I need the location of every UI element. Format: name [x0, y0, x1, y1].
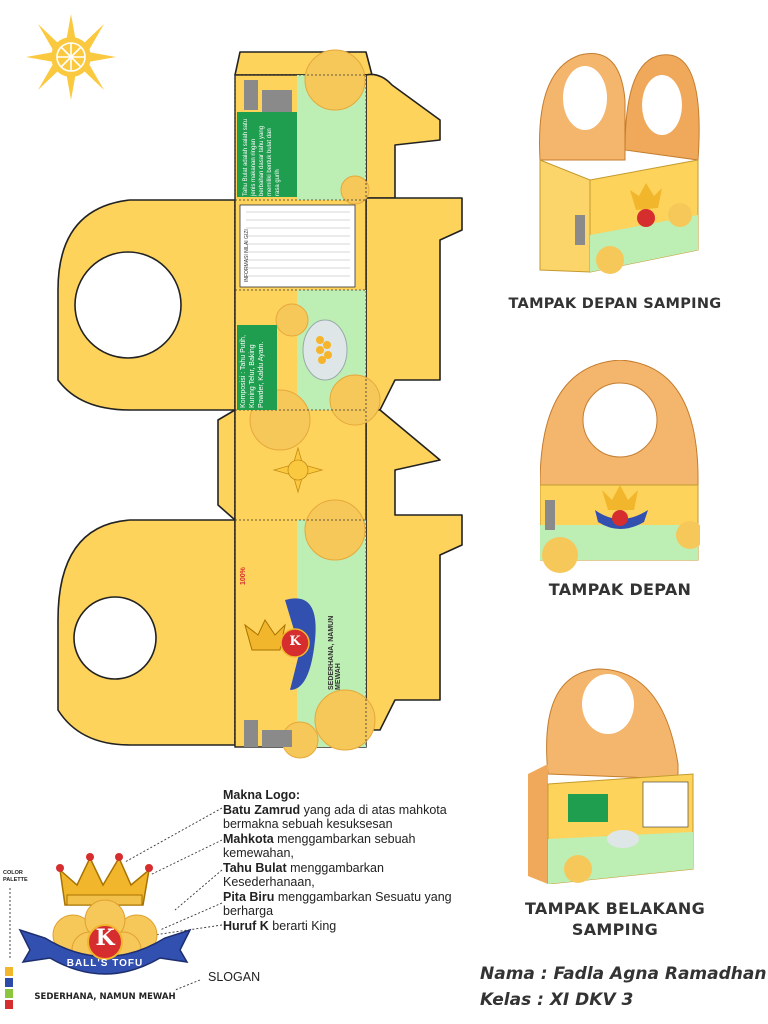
view-front-side-image — [539, 53, 700, 274]
handle-hole-lower — [73, 596, 157, 680]
meaning-term: Pita Biru — [223, 889, 275, 904]
view-back-side-title-line1: TAMPAK BELAKANG — [524, 899, 706, 918]
meaning-desc: yang ada di atas mahkota bermakna sebuah… — [223, 802, 447, 832]
crown-icon — [58, 856, 151, 906]
side-text-panel — [237, 112, 297, 197]
meaning-desc: berarti King — [268, 918, 337, 933]
palette-swatch-yellow — [5, 967, 13, 976]
sun-star-icon — [26, 14, 116, 100]
logo-letter: K — [95, 925, 115, 951]
meaning-term: Batu Zamrud — [223, 802, 301, 817]
view-front-side-title: TAMPAK DEPAN SAMPING — [508, 296, 722, 312]
palette-swatch-red — [5, 1000, 13, 1009]
author-class: Kelas : XI DKV 3 — [480, 990, 634, 1010]
slogan-label: SLOGAN — [208, 970, 261, 984]
logo-band-text: BALL'S TOFU — [66, 958, 144, 969]
net-logo-letter: K — [289, 634, 301, 649]
view-back-side-image — [528, 668, 694, 884]
meaning-item: Huruf K berarti King — [223, 919, 473, 934]
view-front-image — [540, 360, 700, 573]
palette-swatch-blue — [5, 978, 13, 987]
palette-swatch-green — [5, 989, 13, 998]
meaning-item: Pita Biru menggambarkan Sesuatu yang ber… — [223, 890, 473, 919]
view-back-side-title: TAMPAK BELAKANG SAMPING — [490, 898, 740, 940]
box-net — [57, 49, 463, 759]
logo-meaning: Makna Logo: Batu Zamrud yang ada di atas… — [223, 788, 473, 933]
logo-meaning-heading: Makna Logo: — [223, 788, 301, 802]
meaning-term: Huruf K — [223, 918, 269, 933]
meaning-item: Batu Zamrud yang ada di atas mahkota ber… — [223, 803, 473, 832]
logo-tagline: SEDERHANA, NAMUN MEWAH — [34, 992, 176, 1002]
view-back-side-title-line2: SAMPING — [571, 920, 659, 939]
color-palette-label: COLOR PALETTE — [3, 870, 28, 884]
handle-hole-upper — [74, 251, 182, 359]
meaning-desc: menggambarkan Sesuatu yang berharga — [223, 889, 452, 919]
meaning-desc: menggambarkan sebuah kemewahan, — [223, 831, 416, 861]
view-front-title: TAMPAK DEPAN — [548, 580, 692, 599]
nutrition-label — [239, 204, 356, 288]
meaning-item: Tahu Bulat menggambarkan Kesederhanaan, — [223, 861, 473, 890]
meaning-item: Mahkota menggambarkan sebuah kemewahan, — [223, 832, 473, 861]
brand-logo — [18, 853, 192, 975]
author-name: Nama : Fadla Agna Ramadhan — [480, 964, 767, 984]
meaning-desc: menggambarkan Kesederhanaan, — [223, 860, 384, 890]
meaning-term: Tahu Bulat — [223, 860, 287, 875]
meaning-term: Mahkota — [223, 831, 274, 846]
net-logo — [244, 598, 316, 690]
ingredients-panel — [237, 325, 277, 410]
ribbon-icon — [18, 928, 192, 975]
color-palette-label-line1: COLOR — [3, 870, 23, 876]
color-palette-label-line2: PALETTE — [3, 877, 28, 883]
